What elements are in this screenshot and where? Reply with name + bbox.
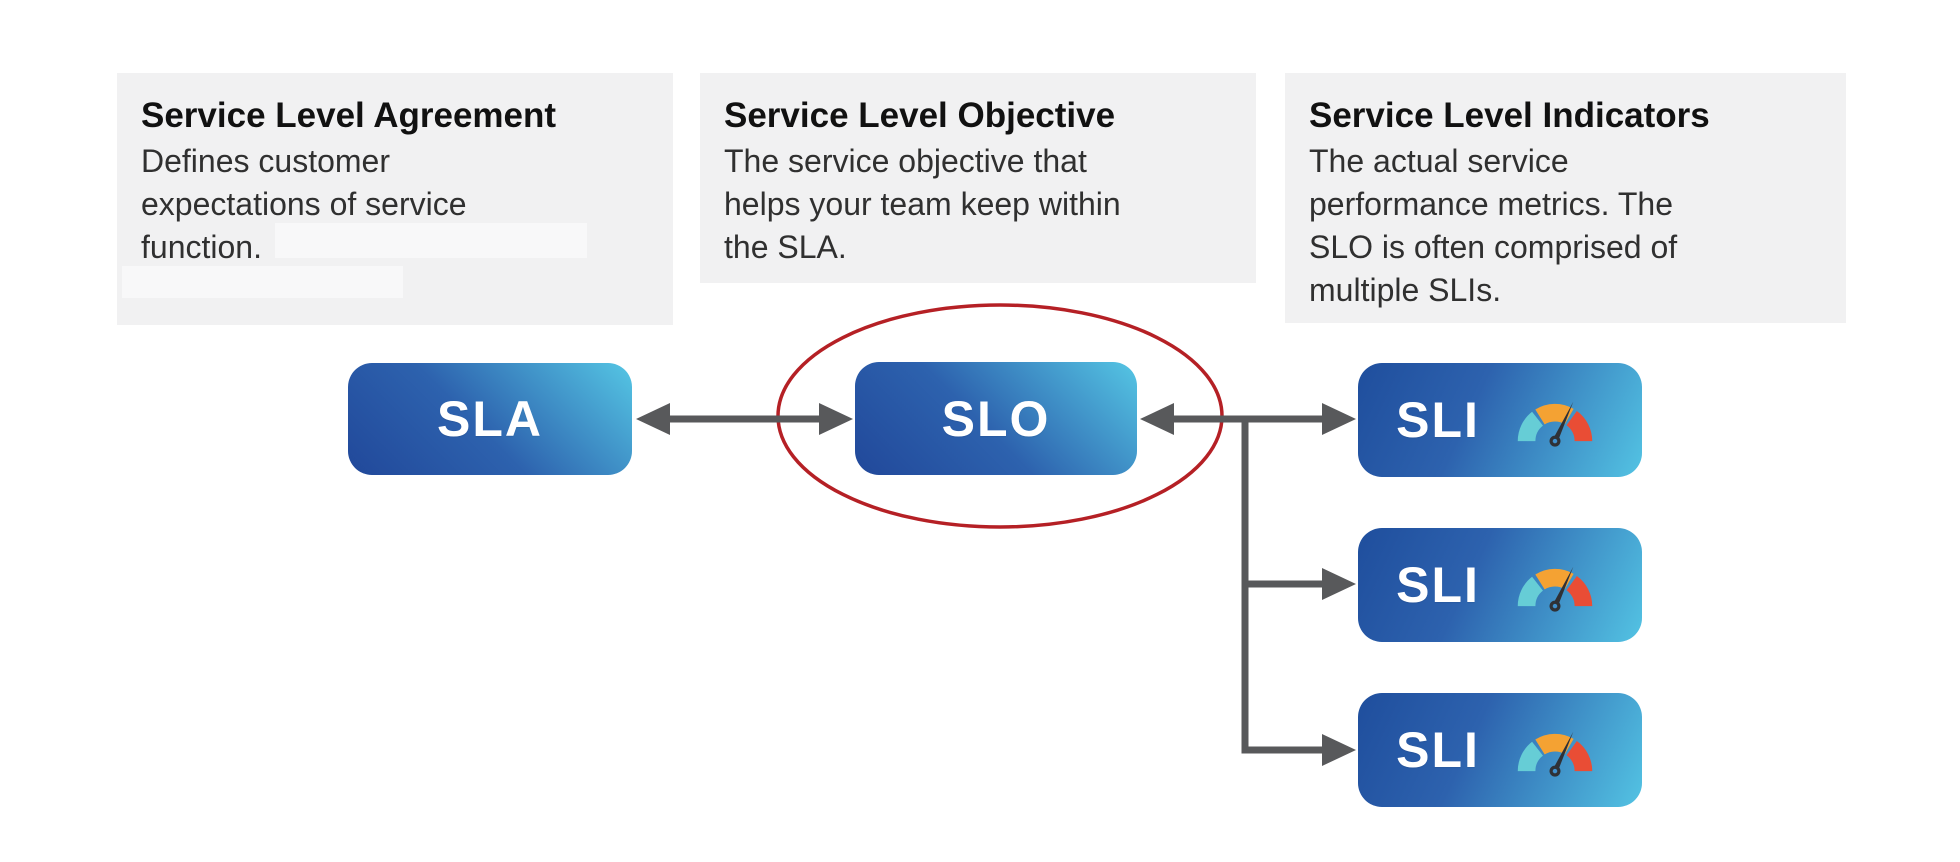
card-title-sli: Service Level Indicators	[1309, 96, 1710, 135]
node-sli-label: SLI	[1396, 557, 1480, 613]
node-sli-1: SLI	[1358, 363, 1642, 477]
connector-trunk	[1241, 419, 1322, 754]
redaction-block	[275, 223, 587, 258]
card-body-line: the SLA.	[724, 229, 847, 265]
card-title-sla: Service Level Agreement	[141, 96, 557, 135]
node-sli-label: SLI	[1396, 392, 1480, 448]
card-title-slo: Service Level Objective	[724, 96, 1116, 135]
card-body-line: SLO is often comprised of	[1309, 229, 1678, 265]
arrow-slo-sli	[1140, 403, 1356, 435]
gauge-icon	[1517, 401, 1593, 447]
node-sli-label: SLI	[1396, 722, 1480, 778]
gauge-icon	[1517, 731, 1593, 777]
node-sli-2: SLI	[1358, 528, 1642, 642]
description-card-sla: Service Level Agreement Defines customer…	[117, 73, 673, 325]
node-sla: SLA	[348, 363, 632, 475]
card-body-line: expectations of service	[141, 186, 467, 222]
arrow-branch-sli-2	[1245, 568, 1356, 600]
card-body-line: helps your team keep within	[724, 186, 1121, 222]
node-sli-3: SLI	[1358, 693, 1642, 807]
node-slo: SLO	[855, 362, 1137, 475]
node-sla-label: SLA	[437, 391, 543, 447]
card-body-line: Defines customer	[141, 143, 390, 179]
card-body-line: The service objective that	[724, 143, 1087, 179]
gauge-icon	[1517, 566, 1593, 612]
card-body-line: The actual service	[1309, 143, 1569, 179]
arrow-sla-slo	[636, 403, 853, 435]
card-body-line: multiple SLIs.	[1309, 272, 1502, 308]
card-body-line: performance metrics. The	[1309, 186, 1673, 222]
description-card-slo: Service Level Objective The service obje…	[700, 73, 1256, 283]
node-slo-label: SLO	[941, 390, 1051, 447]
arrow-branch-sli-3	[1322, 734, 1356, 766]
redaction-block	[122, 266, 403, 298]
description-card-sli: Service Level Indicators The actual serv…	[1285, 73, 1846, 323]
card-body-line: function.	[141, 229, 262, 265]
